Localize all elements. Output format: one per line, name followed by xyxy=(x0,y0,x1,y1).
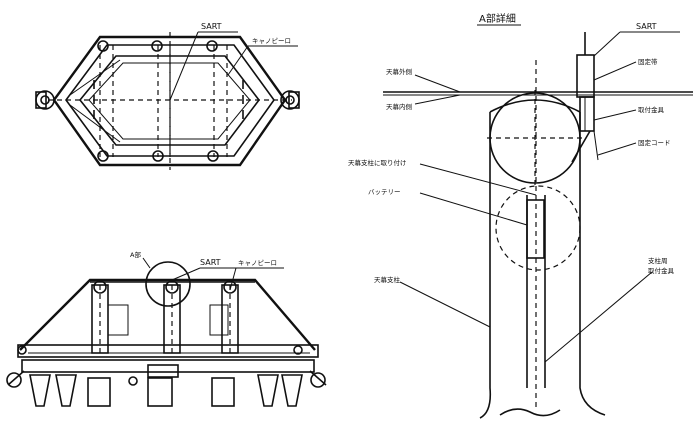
ballast-pocket xyxy=(257,374,279,407)
fixing-cord-line xyxy=(593,130,599,161)
label-fixing-band: 固定帯 xyxy=(638,57,658,66)
fixing-cord-line xyxy=(571,130,591,163)
side-sart-label: SART xyxy=(200,258,221,267)
pole-cap xyxy=(223,280,237,294)
small-knob xyxy=(128,376,138,386)
center-block xyxy=(147,364,179,378)
small-knob xyxy=(17,345,27,355)
leader-fixing-band xyxy=(593,61,637,81)
tube-top-arc xyxy=(489,99,581,113)
ballast-pocket xyxy=(281,374,303,407)
diagonal-guide xyxy=(69,104,121,143)
sart-unit xyxy=(576,54,595,98)
pole-cap xyxy=(93,280,107,294)
label-inner-pole: 天幕支柱 xyxy=(374,275,401,284)
sart-mount xyxy=(579,96,595,132)
top-canopy-pole-label: キャノピーロ xyxy=(252,37,291,45)
side-detail-ref-label: A部 xyxy=(130,250,141,259)
side-pole-leader xyxy=(229,267,237,291)
leader-fixing-cord xyxy=(597,142,637,156)
leader-attach xyxy=(419,163,537,196)
leader-battery xyxy=(419,192,528,226)
leader-canopy-outer xyxy=(414,74,461,93)
pole-cap xyxy=(165,280,179,294)
corner-knob xyxy=(151,40,163,52)
top-sart-label: SART xyxy=(201,22,222,31)
label-attach-under-canopy: 天幕支柱に取り付け xyxy=(348,158,407,167)
canister xyxy=(211,377,235,407)
detail-a-circle xyxy=(145,261,191,307)
detail-a-leader xyxy=(142,257,151,269)
canopy-pole-leader xyxy=(227,45,249,76)
label-battery: バッテリー xyxy=(368,188,401,196)
detail-a: A部詳細 xyxy=(348,12,693,419)
corner-knob xyxy=(97,150,109,162)
leader-sart xyxy=(593,31,621,57)
top-view-raft: SART キャノピーロ xyxy=(35,22,300,170)
leader-fixing-strap xyxy=(593,109,637,121)
canister xyxy=(147,377,173,407)
leader-right-note xyxy=(544,271,653,363)
side-canopy-pole-label: キャノピーロ xyxy=(238,259,277,267)
left-side-pod xyxy=(6,370,25,388)
corner-knob xyxy=(152,150,164,162)
label-right-note-2: 取付金具 xyxy=(648,266,675,275)
inner-panel xyxy=(209,304,229,336)
label-sart: SART xyxy=(636,22,657,31)
right-end-pod xyxy=(280,90,300,110)
label-fixing-cord: 固定コード xyxy=(638,138,671,147)
label-canopy-outer: 天幕外側 xyxy=(386,67,413,76)
left-end-pod xyxy=(35,90,55,110)
side-sart-leader xyxy=(171,267,201,281)
corner-knob xyxy=(207,150,219,162)
leader-canopy-inner xyxy=(414,94,461,105)
side-view-raft: A部 SART キャノピーロ xyxy=(6,250,327,407)
inner-panel xyxy=(107,304,129,336)
ballast-pocket xyxy=(55,374,77,407)
diagonal-guide xyxy=(69,59,121,96)
detail-title: A部詳細 xyxy=(479,12,516,25)
small-knob xyxy=(293,345,303,355)
ballast-pocket xyxy=(29,374,51,407)
upper-tube xyxy=(17,344,319,358)
corner-knob xyxy=(97,40,109,52)
right-side-pod xyxy=(309,370,327,388)
lower-tube xyxy=(21,359,315,373)
label-right-note-1: 支柱周 xyxy=(648,256,668,265)
tube-right-wall xyxy=(579,112,606,416)
label-canopy-inner: 天幕内側 xyxy=(386,102,413,111)
label-fixing-strap: 取付金具 xyxy=(638,105,665,114)
battery-box xyxy=(526,199,545,259)
canister xyxy=(87,377,111,407)
sart-leader xyxy=(169,31,199,101)
tube-bottom-curve xyxy=(499,408,561,417)
tube-left-wall xyxy=(479,112,492,419)
corner-knob xyxy=(206,40,218,52)
leader-inner-pole xyxy=(399,281,491,328)
